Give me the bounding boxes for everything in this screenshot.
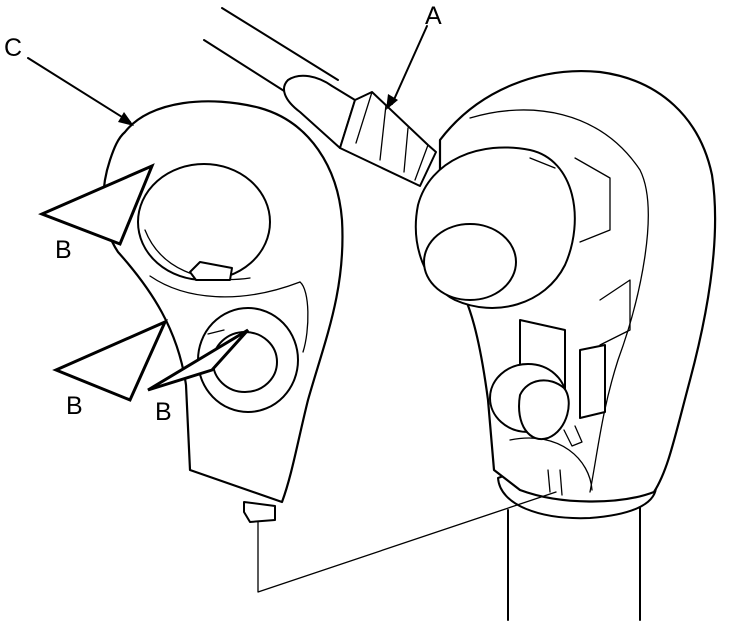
callout-b-triangle-upper — [38, 163, 155, 246]
callout-c-leader — [27, 57, 134, 126]
callout-a-label: A — [425, 2, 442, 30]
callout-b-triangle-lower-left — [52, 319, 168, 402]
callout-b-label-lower-left: B — [66, 392, 83, 420]
callout-b-label-lower-right: B — [155, 398, 172, 426]
callout-a-leader — [386, 25, 428, 110]
shift-lever-assembly — [414, 70, 717, 621]
callout-c-label: C — [4, 34, 22, 62]
alignment-leader — [257, 491, 557, 593]
callout-b-label-upper: B — [55, 236, 72, 264]
knob-cover — [102, 100, 344, 523]
callout-b-triangle-lower-right — [147, 328, 250, 392]
screwdriver — [203, 7, 437, 187]
